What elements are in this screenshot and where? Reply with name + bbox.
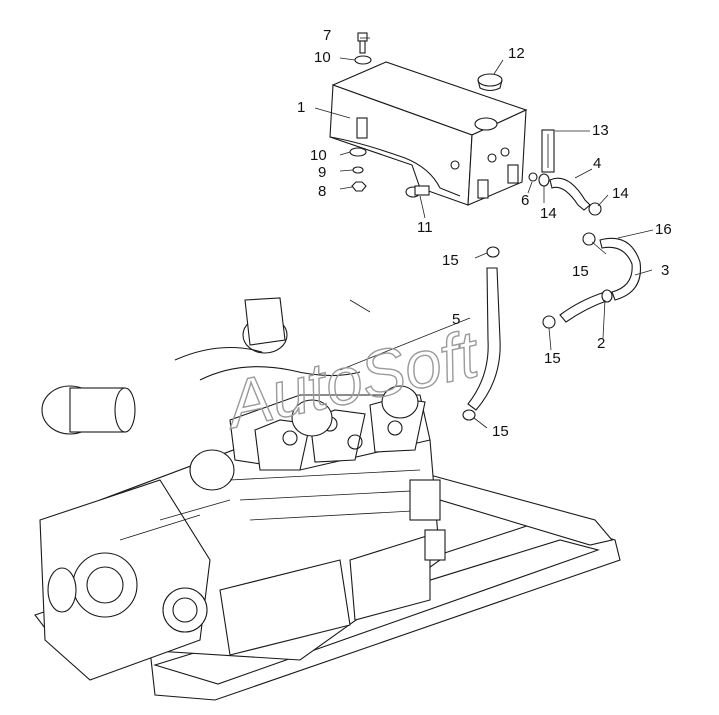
hose-5 [467,267,501,411]
callout-c8: 8 [318,183,326,200]
expansion-tank [329,61,528,206]
fitting-6 [528,172,538,182]
callout-c6: 6 [521,192,529,209]
callout-c15d: 15 [492,423,509,440]
clamp-14-left [538,173,550,187]
callout-c13: 13 [592,122,609,139]
washer-10-top [354,55,372,65]
callout-c12: 12 [508,45,525,62]
callout-c2: 2 [597,335,605,352]
callout-c14b: 14 [612,185,629,202]
callout-c15c: 15 [544,350,561,367]
sight-gauge-13 [541,129,555,173]
washer-10-bottom [349,147,367,157]
nut-8 [351,181,367,192]
callout-c11: 11 [417,219,433,236]
hose-4 [549,177,591,211]
washer-9 [352,166,364,174]
callout-c9: 9 [318,164,326,181]
callout-c10b: 10 [310,147,327,164]
clamp-15-c [542,315,556,329]
callout-c10a: 10 [314,49,331,66]
filler-cap-12 [477,73,503,92]
bolt-7 [357,32,368,54]
callout-c3: 3 [661,262,669,279]
engine-assembly [34,297,621,701]
callout-c16: 16 [655,221,672,238]
hose-2-clamp [601,289,613,303]
clamp-15-d [462,409,476,421]
callout-c14a: 14 [540,205,557,222]
callout-c4: 4 [593,155,601,172]
clamp-15-a [486,246,500,258]
callout-c5: 5 [452,311,460,328]
callout-c15b: 15 [572,263,589,280]
leader-lines [314,37,654,429]
hose-16 [599,237,642,301]
drain-valve-11 [405,185,430,198]
callout-c1: 1 [297,99,305,116]
callout-c15a: 15 [442,252,459,269]
callout-c7: 7 [323,27,331,44]
